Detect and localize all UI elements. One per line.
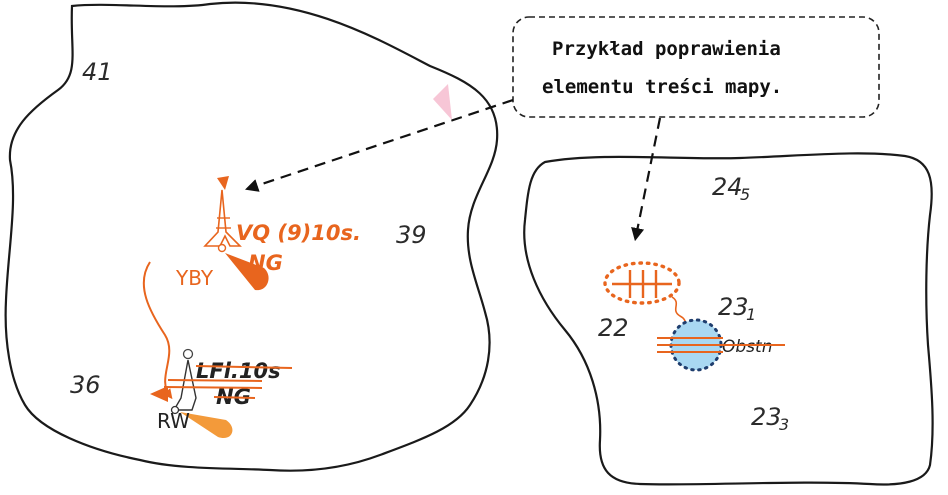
callout-line-2: elementu treści mapy. [542,76,782,98]
svg-text:23: 23 [751,403,782,431]
depth-23-1: 23 1 [718,293,756,324]
buoy-position-icon [170,405,180,415]
depth-41: 41 [82,58,113,86]
new-buoy-light: VQ (9)10s. [236,221,361,245]
depth-39: 39 [396,221,427,249]
buoy-position-icon [217,243,227,253]
callout-box [512,16,880,118]
buoy-spar-icon [172,359,197,411]
depth-36: 36 [70,371,101,399]
obstruction: Obstn [657,318,785,372]
depth-24-5: 24 5 [712,173,750,204]
left-area-outline [4,1,499,472]
depth-22: 22 [598,314,629,342]
relocation-path [142,261,173,400]
callout-line-1: Przykład poprawienia [552,38,781,60]
right-area-outline [523,152,934,486]
light-flare-icon [180,412,233,439]
svg-text:24: 24 [712,173,743,201]
svg-text:3: 3 [779,415,789,434]
topmark-icon [182,348,194,360]
topmark-icon [217,176,229,190]
pointer-arrow-left [244,98,514,192]
depth-23-3: 23 3 [751,403,789,434]
obstruction-label: Obstn [722,337,772,357]
new-buoy-code: YBY [175,266,214,290]
removal-arrow-icon [150,386,168,402]
pink-mark [433,84,452,120]
light-flare-icon [225,253,269,291]
svg-text:5: 5 [740,185,750,204]
svg-text:1: 1 [746,305,756,324]
old-buoy-code: RW [157,409,190,433]
svg-text:23: 23 [718,293,749,321]
pointer-arrow-down [631,117,662,242]
new-buoy: VQ (9)10s. YBY NG [175,176,361,291]
old-buoy-light: LFl.10s [196,359,281,383]
wreck-symbol [603,261,681,305]
old-buoy: LFl.10s RW NG [150,348,293,439]
new-buoy-light-color: NG [248,251,283,275]
